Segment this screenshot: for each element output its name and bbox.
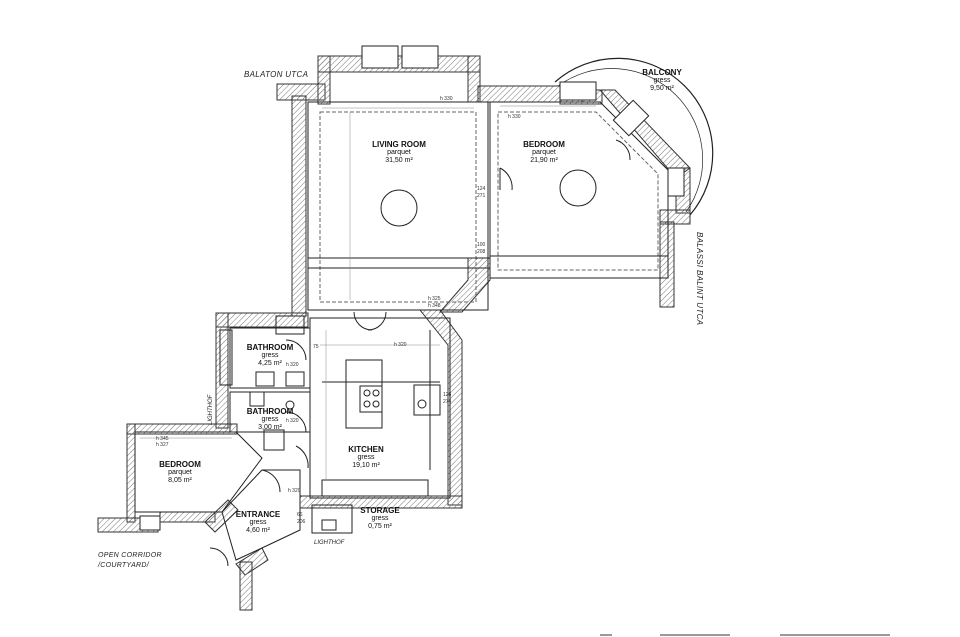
room-bedroom-main-name: BEDROOM (523, 140, 565, 149)
dim-100: 100 (477, 242, 486, 248)
room-living-area: 31,50 m² (385, 157, 413, 165)
dim-124: 124 (477, 186, 486, 192)
room-storage: STORAGE gress 0,75 m² (352, 506, 408, 531)
room-living: LIVING ROOM parquet 31,50 m² (364, 140, 434, 165)
dim-h-bedroom: h 330 (508, 114, 521, 120)
corridor-label-line1: OPEN CORRIDOR (98, 552, 162, 559)
corridor-label-line2: /COURTYARD/ (98, 562, 150, 569)
room-entrance: ENTRANCE gress 4,60 m² (228, 510, 288, 535)
room-entrance-area: 4,60 m² (246, 527, 270, 535)
room-bathroom-1-material: gress (261, 352, 279, 360)
room-entrance-name: ENTRANCE (235, 510, 281, 519)
dim-living-w2: h 348 (428, 303, 441, 309)
interior-lines (134, 45, 714, 567)
dim-h-living: h 330 (440, 96, 453, 102)
dim-271: 271 (477, 193, 486, 199)
dim-126: 126 (443, 392, 452, 398)
room-storage-name: STORAGE (360, 506, 400, 515)
room-kitchen-area: 19,10 m² (352, 462, 380, 470)
exterior-walls (97, 55, 691, 611)
room-kitchen-name: KITCHEN (348, 445, 384, 454)
room-living-name: LIVING ROOM (372, 140, 426, 149)
dim-206: 206 (297, 519, 306, 525)
dim-living-w1: h 325 (428, 296, 441, 302)
room-bathroom-2: BATHROOM gress 3,00 m² (238, 407, 302, 432)
dim-h-bath1: h 320 (286, 362, 299, 368)
room-bedroom-small-name: BEDROOM (159, 460, 201, 469)
street-label-right: BALASSI BALINT UTCA (695, 232, 704, 326)
room-kitchen-material: gress (357, 454, 375, 462)
room-bedroom-main-area: 21,90 m² (530, 157, 558, 165)
dim-h-bed2b: h 327 (156, 442, 169, 448)
dim-h-entrance: h 320 (288, 488, 301, 494)
room-kitchen: KITCHEN gress 19,10 m² (336, 445, 396, 470)
room-bedroom-small: BEDROOM parquet 8,05 m² (150, 460, 210, 485)
street-label-top: BALATON UTCA (244, 70, 309, 79)
room-storage-material: gress (371, 515, 389, 523)
room-living-material: parquet (387, 149, 411, 157)
lighthof-label-bottom: LIGHTHOF (314, 540, 345, 546)
room-bathroom-2-name: BATHROOM (246, 407, 294, 416)
room-bathroom-1-name: BATHROOM (246, 343, 294, 352)
room-bathroom-1: BATHROOM gress 4,25 m² (238, 343, 302, 368)
room-bedroom-main: BEDROOM parquet 21,90 m² (514, 140, 574, 165)
dim-208: 208 (477, 249, 486, 255)
lighthof-label-vertical: LIGHTHOF (208, 394, 214, 425)
room-bedroom-main-material: parquet (532, 149, 556, 157)
dim-h-kitchen: h 320 (394, 342, 407, 348)
room-balcony: BALCONY gress 9,50 m² (634, 68, 690, 93)
room-balcony-material: gress (653, 77, 671, 85)
room-bathroom-1-area: 4,25 m² (258, 360, 282, 368)
room-bathroom-2-area: 3,00 m² (258, 424, 282, 432)
dim-75: 75 (313, 344, 319, 350)
room-bedroom-small-material: parquet (168, 469, 192, 477)
dim-274: 274 (443, 399, 452, 405)
dim-h-bath2: h 320 (286, 418, 299, 424)
room-bedroom-small-area: 8,05 m² (168, 477, 192, 485)
room-entrance-material: gress (249, 519, 267, 527)
room-balcony-area: 9,50 m² (650, 85, 674, 93)
dim-h-bed2a: h 345 (156, 436, 169, 442)
room-balcony-name: BALCONY (642, 68, 682, 77)
room-bathroom-2-material: gress (261, 416, 279, 424)
room-storage-area: 0,75 m² (368, 523, 392, 531)
dim-66: 66 (297, 512, 303, 518)
